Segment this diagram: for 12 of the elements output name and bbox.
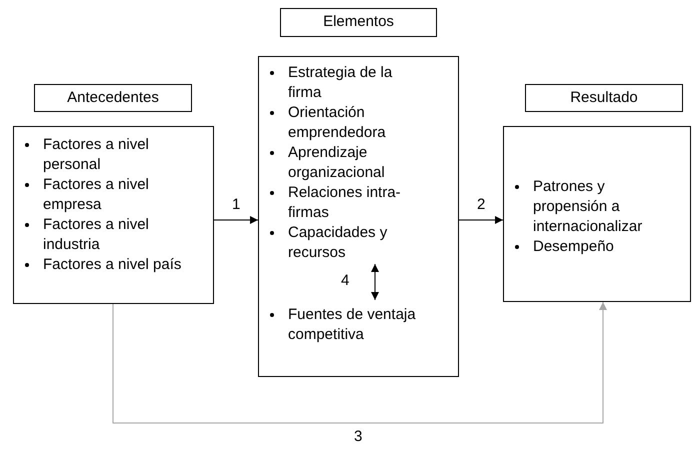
header-box: Resultado [525,84,683,112]
process-box: Patrones y propensión a internacionalizar Desempeño [503,126,691,302]
header-box: Elementos [280,8,437,37]
arrow [214,216,258,224]
header-box: Antecedentes [34,84,192,112]
bullet-list: Fuentes de ventaja competitiva [264,301,454,345]
bullet-list: Estrategia de la firma Orientación emprendedora Aprendizaje organizacional Relaciones intra-firmas Capacidades y recursos [264,63,454,265]
arrow [112,302,607,424]
process-box [258,56,459,377]
arrow [371,264,379,300]
arrow [458,216,504,224]
process-box: Factores a nivel personal Factores a nivel empresa Factores a nivel industria Factores a nivel país [13,126,214,304]
